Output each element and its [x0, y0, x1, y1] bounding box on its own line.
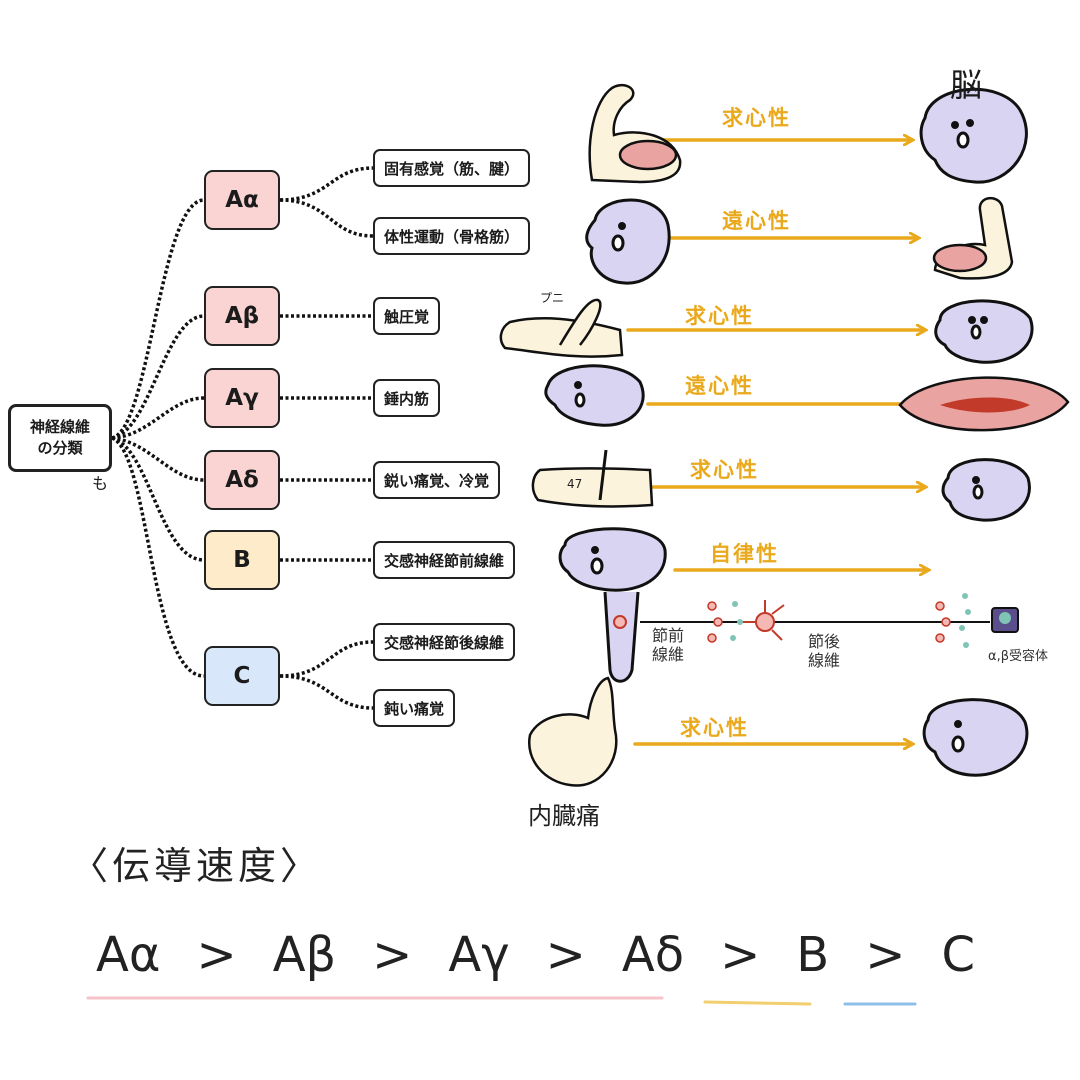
- connector-c-dull: [279, 674, 374, 710]
- function-somatic-motor: 体性運動（骨格筋）: [373, 217, 531, 255]
- label-afferent-1: 求心性: [722, 106, 791, 130]
- conduction-underlines: [86, 996, 917, 1006]
- neuron-icon-1: [613, 615, 627, 629]
- brain-icon-6: [558, 527, 667, 592]
- function-sympathetic-preganglionic: 交感神経節前線維: [373, 541, 516, 579]
- biceps-muscle-icon: [618, 139, 678, 171]
- brain-icon-7: [922, 698, 1029, 777]
- spindle-core-icon: [940, 397, 1030, 413]
- brain-icon-1: [919, 87, 1028, 184]
- pricked-arm-icon: [531, 467, 654, 508]
- finger-icon: [558, 298, 602, 346]
- poked-arm-icon: [499, 317, 624, 358]
- fiber-b: B: [204, 530, 280, 590]
- connector-root-abeta: [111, 314, 205, 440]
- direction-arrows: [603, 140, 945, 744]
- terminal-icon-2: [935, 601, 951, 643]
- conduction-separator: >: [372, 927, 413, 983]
- connector-root-adelta: [111, 436, 205, 482]
- brain-label: 脳: [950, 66, 983, 104]
- brain-icon-3: [934, 299, 1034, 364]
- underline-b-fiber: [703, 1000, 812, 1006]
- neurotransmitter-dots: [730, 593, 971, 648]
- function-sympathetic-postganglionic: 交感神経節後線維: [373, 623, 516, 661]
- brain-icon-2: [585, 198, 671, 285]
- conduction-item-a-alpha: Aα: [96, 927, 161, 983]
- receptor-label: α,β受容体: [988, 649, 1048, 664]
- connector-aalpha-motor: [279, 198, 374, 238]
- arm-illustrations: [499, 83, 1070, 787]
- visceral-pain-label: 内臓痛: [528, 802, 600, 830]
- neuron-icon-2: [742, 600, 785, 641]
- brain-icons: [544, 87, 1034, 777]
- brain-icon-4: [544, 364, 645, 427]
- needle-count-label: 47: [567, 477, 583, 491]
- fiber-c: C: [204, 646, 280, 706]
- function-dull-pain: 鈍い痛覚: [373, 689, 456, 727]
- conduction-separator: >: [865, 927, 906, 983]
- biceps-muscle-icon-2: [932, 243, 988, 273]
- conduction-item-b: B: [796, 927, 830, 983]
- fiber-a-beta: Aβ: [204, 286, 280, 346]
- root-node: 神経線維 の分類: [8, 404, 112, 472]
- connector-root-agamma: [111, 396, 205, 440]
- function-sharp-pain-cold: 鋭い痛覚、冷覚: [373, 461, 501, 499]
- conduction-separator: >: [196, 927, 237, 983]
- connector-aalpha-proprio: [279, 166, 374, 202]
- conduction-title: 〈伝導速度〉: [70, 844, 323, 888]
- conduction-separator: >: [545, 927, 586, 983]
- needle-icon: [598, 449, 608, 501]
- fiber-connectors: [279, 166, 374, 710]
- brain-icon-5: [941, 458, 1031, 522]
- function-touch-pressure: 触圧覚: [373, 297, 441, 335]
- function-intrafusal-muscle: 錘内筋: [373, 379, 441, 417]
- connector-root-aalpha: [111, 198, 205, 440]
- conduction-item-a-gamma: Aγ: [448, 927, 510, 983]
- terminal-icon-1: [707, 601, 723, 643]
- fiber-a-gamma: Aγ: [204, 368, 280, 428]
- function-proprioception: 固有感覚（筋、腱）: [373, 149, 531, 187]
- puni-label: プニ: [540, 291, 565, 305]
- conduction-separator: >: [720, 927, 761, 983]
- conduction-order: Aα > Aβ > Aγ > Aδ > B > C: [96, 920, 975, 990]
- label-afferent-4: 求心性: [680, 716, 749, 740]
- conduction-item-c: C: [941, 927, 975, 983]
- stomach-icon: [527, 676, 618, 787]
- conduction-item-a-beta: Aβ: [272, 927, 337, 983]
- label-afferent-3: 求心性: [690, 458, 759, 482]
- label-efferent-1: 遠心性: [722, 209, 791, 233]
- conduction-item-a-delta: Aδ: [621, 927, 685, 983]
- fiber-a-delta: Aδ: [204, 450, 280, 510]
- root-connectors: [111, 198, 205, 678]
- preganglionic-label: 節前 線維: [652, 626, 685, 664]
- label-autonomic: 自律性: [710, 542, 779, 566]
- root-tail-mark: も: [92, 474, 109, 493]
- postganglionic-label: 節後 線維: [808, 632, 841, 670]
- connector-root-b: [111, 436, 205, 562]
- label-efferent-2: 遠心性: [685, 374, 754, 398]
- connector-c-post: [279, 640, 374, 678]
- synapse-illustrations: [613, 593, 1019, 648]
- connector-root-c: [111, 436, 205, 678]
- fiber-a-alpha: Aα: [204, 170, 280, 230]
- label-afferent-2: 求心性: [685, 304, 754, 328]
- spinal-cord-icon: [603, 591, 640, 683]
